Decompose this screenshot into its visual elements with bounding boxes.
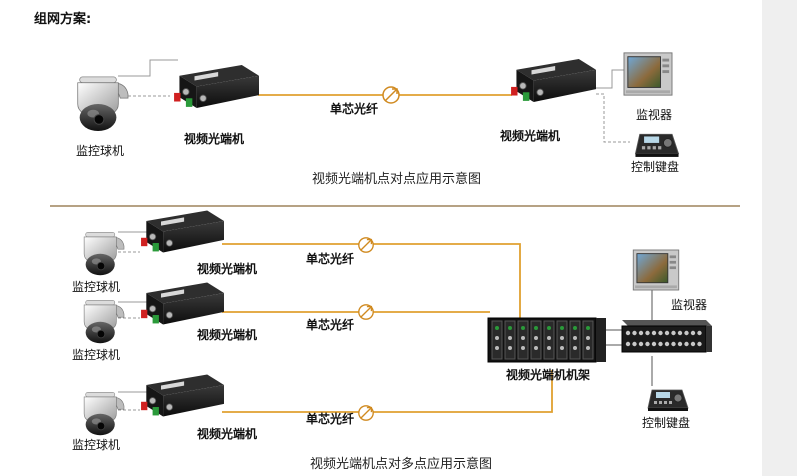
matrix-port [638,341,644,347]
transmitter-label: 视频光端机 [197,427,258,441]
control-keyboard [634,133,680,158]
point-to-multipoint-diagram [83,210,712,436]
matrix-port [690,341,696,347]
camera-label: 监控球机 [72,438,121,452]
control-keyboard [647,389,689,412]
keyboard-cable [596,93,630,143]
crt-monitor [623,52,673,96]
matrix-port [625,330,631,336]
matrix-port [645,341,650,347]
rack-port [547,346,551,350]
rack-port [547,336,551,340]
point-to-point-caption: 视频光端机点对点应用示意图 [312,172,482,187]
rack-port [495,346,499,350]
rack-port [586,326,590,330]
camera-label: 监控球机 [72,280,121,294]
fiber-rack-chassis [487,317,606,363]
camera-cable [118,59,178,77]
rack-port [508,326,512,330]
video-matrix-switcher [621,320,712,353]
crt-monitor [632,249,680,291]
fiber-spool-icon [358,237,374,253]
rack-port [534,336,538,340]
matrix-port [697,341,702,347]
rack-port [508,346,512,350]
point-to-multipoint-caption: 视频光端机点对多点应用示意图 [310,457,493,472]
rack-port [586,346,590,350]
matrix-ports [625,330,702,347]
rack-port [560,346,564,350]
transmitter-label: 视频光端机 [184,132,245,146]
rack-port [521,326,525,330]
right-margin-band [762,0,797,476]
fiber-label: 单芯光纤 [330,102,379,116]
matrix-port [651,330,657,336]
camera-label: 监控球机 [72,348,121,362]
matrix-port [684,341,689,347]
matrix-port [658,341,663,347]
matrix-port [625,341,631,347]
dome-camera [83,391,125,436]
fiber-label: 单芯光纤 [306,318,355,332]
matrix-port [651,341,657,347]
rack-port [521,336,525,340]
rack-port [560,326,564,330]
fiber-line [222,370,553,413]
matrix-port [677,330,683,336]
keyboard-label: 控制键盘 [642,416,691,430]
matrix-port [677,341,683,347]
rack-port [573,326,577,330]
keyboard-label: 控制键盘 [631,160,680,174]
monitor-cable [596,69,624,89]
fiber-spool-icon [358,405,374,421]
rack-port [534,346,538,350]
rack-port [560,336,564,340]
rack-port [495,336,499,340]
fiber-label: 单芯光纤 [306,252,355,266]
rack-port [508,336,512,340]
dome-camera [77,76,129,132]
camera-label: 监控球机 [76,144,125,158]
fiber-line [222,243,521,318]
matrix-port [632,330,637,336]
transmitter-label: 视频光端机 [197,328,258,342]
rack-port [534,326,538,330]
fiber-transmitter [140,374,225,417]
matrix-port [690,330,696,336]
fiber-transmitter [140,210,225,253]
rack-port [573,336,577,340]
rack-label: 视频光端机机架 [506,368,591,382]
matrix-port [658,330,663,336]
rack-card-slots [491,320,594,360]
fiber-spool-icon [358,304,374,320]
receiver-label: 视频光端机 [500,129,561,143]
matrix-port [671,341,676,347]
fiber-spool-icon [382,86,400,104]
matrix-port [671,330,676,336]
monitor-label: 监视器 [671,298,708,312]
transmitter-label: 视频光端机 [197,262,258,276]
rack-port [521,346,525,350]
monitor-label: 监视器 [636,108,673,122]
matrix-port [697,330,702,336]
matrix-port [664,330,670,336]
fiber-receiver [510,58,597,103]
matrix-port [684,330,689,336]
rack-port [495,326,499,330]
point-to-point-diagram [77,52,680,158]
dome-camera [83,299,125,344]
matrix-port [638,330,644,336]
fiber-transmitter [173,64,260,109]
matrix-port [664,341,670,347]
rack-port [573,346,577,350]
page-title: 组网方案: [34,12,92,27]
dome-camera [83,231,125,276]
matrix-port [632,341,637,347]
matrix-port [645,330,650,336]
rack-port [547,326,551,330]
rack-port [586,336,590,340]
fiber-transmitter [140,282,225,325]
fiber-label: 单芯光纤 [306,412,355,426]
